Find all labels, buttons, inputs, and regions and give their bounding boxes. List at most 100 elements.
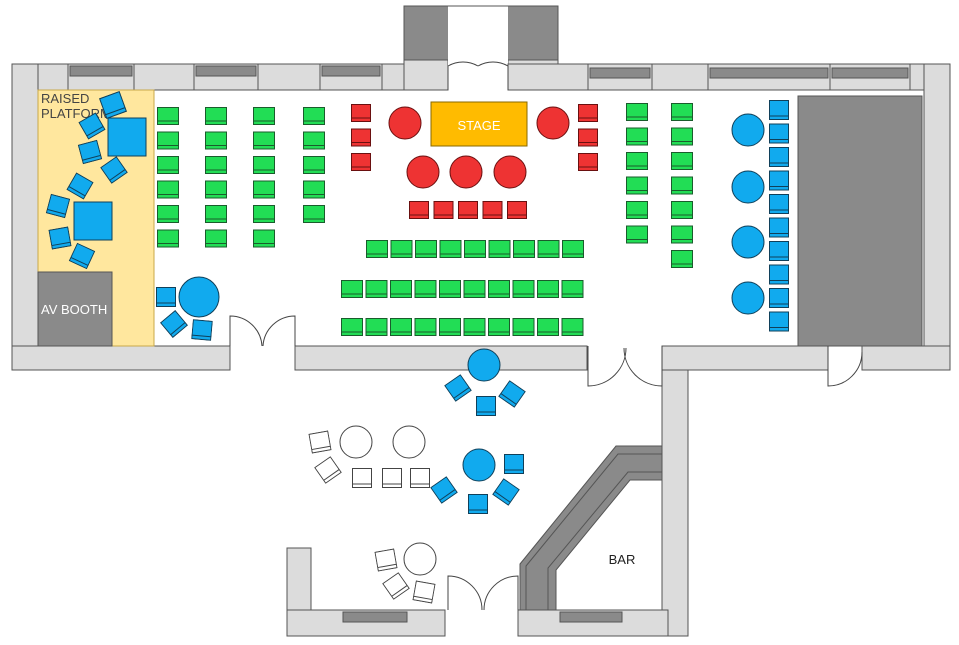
lobby-chair-white[interactable] [412, 580, 436, 604]
green-chair[interactable] [205, 229, 227, 248]
red-chair[interactable] [578, 153, 598, 171]
green-chair[interactable] [157, 107, 179, 125]
green-chair[interactable] [303, 180, 325, 199]
red-chair[interactable] [482, 200, 503, 220]
red-chair[interactable] [458, 200, 478, 220]
door-entry-leaf-2[interactable] [477, 61, 509, 90]
green-chair[interactable] [157, 180, 179, 199]
green-chair[interactable] [253, 107, 275, 125]
green-chair[interactable] [626, 201, 648, 219]
platform-chair[interactable] [45, 193, 71, 219]
green-chair[interactable] [205, 205, 227, 223]
green-chair[interactable] [303, 205, 325, 223]
green-chair[interactable] [671, 176, 693, 195]
green-chair[interactable] [157, 131, 179, 150]
green-chair[interactable] [463, 280, 486, 298]
lounge-chair[interactable] [160, 310, 188, 338]
green-chair[interactable] [415, 240, 437, 258]
green-chair[interactable] [671, 103, 693, 121]
door-right-leaf[interactable] [827, 346, 863, 387]
lobby-chair-white[interactable] [382, 468, 402, 488]
lobby-chair[interactable] [468, 494, 488, 514]
green-chair[interactable] [561, 318, 584, 336]
green-chair[interactable] [671, 152, 693, 170]
lobby-chair[interactable] [430, 476, 458, 504]
green-chair[interactable] [303, 131, 325, 150]
green-chair[interactable] [390, 280, 412, 298]
red-chair[interactable] [578, 128, 598, 147]
red-chair[interactable] [351, 128, 371, 147]
green-chair[interactable] [205, 156, 227, 174]
green-chair[interactable] [390, 240, 413, 258]
green-chair[interactable] [439, 240, 462, 258]
green-chair[interactable] [253, 205, 275, 223]
red-chair[interactable] [433, 200, 454, 220]
green-chair[interactable] [512, 280, 535, 298]
lounge-chair[interactable] [191, 319, 213, 341]
green-chair[interactable] [626, 103, 648, 121]
green-chair[interactable] [414, 318, 437, 336]
green-chair[interactable] [626, 225, 648, 244]
lobby-chair-white[interactable] [308, 430, 332, 454]
green-chair[interactable] [366, 240, 388, 258]
door-left-leaf-1[interactable] [229, 315, 263, 347]
green-chair[interactable] [439, 318, 461, 336]
green-chair[interactable] [253, 131, 275, 150]
green-chair[interactable] [626, 127, 648, 146]
green-chair[interactable] [671, 250, 693, 268]
red-chair[interactable] [351, 104, 371, 122]
door-entry-leaf-1[interactable] [447, 61, 479, 90]
green-chair[interactable] [341, 318, 363, 336]
green-chair[interactable] [341, 280, 363, 298]
green-chair[interactable] [537, 280, 559, 298]
green-chair[interactable] [253, 156, 275, 174]
green-chair[interactable] [671, 225, 693, 244]
green-chair[interactable] [205, 107, 227, 125]
platform-chair[interactable] [48, 226, 72, 250]
red-chair[interactable] [507, 200, 527, 220]
green-chair[interactable] [671, 127, 693, 146]
green-chair[interactable] [488, 280, 510, 298]
green-chair[interactable] [488, 240, 511, 258]
lobby-chair-white[interactable] [314, 456, 342, 484]
lounge-chair[interactable] [156, 287, 176, 307]
red-chair[interactable] [409, 200, 429, 220]
lobby-chair[interactable] [504, 454, 524, 474]
right-chair[interactable] [769, 123, 789, 144]
right-chair[interactable] [769, 170, 789, 191]
green-chair[interactable] [365, 280, 388, 298]
green-chair[interactable] [626, 152, 648, 170]
green-chair[interactable] [463, 318, 486, 336]
green-chair[interactable] [537, 318, 559, 336]
right-chair[interactable] [769, 217, 789, 238]
lobby-chair-white[interactable] [410, 468, 430, 488]
green-chair[interactable] [513, 240, 535, 258]
red-chair[interactable] [578, 104, 598, 122]
green-chair[interactable] [365, 318, 388, 336]
green-chair[interactable] [253, 180, 275, 199]
platform-chair[interactable] [77, 139, 103, 165]
lobby-chair[interactable] [498, 380, 526, 408]
lobby-chair-white[interactable] [352, 468, 372, 488]
green-chair[interactable] [488, 318, 510, 336]
right-chair[interactable] [769, 264, 789, 285]
door-bottom-leaf-2[interactable] [483, 575, 519, 611]
door-bottom-leaf-1[interactable] [447, 575, 483, 611]
green-chair[interactable] [439, 280, 461, 298]
green-chair[interactable] [671, 201, 693, 219]
green-chair[interactable] [205, 131, 227, 150]
right-chair[interactable] [769, 311, 789, 332]
door-mid-leaf-1[interactable] [587, 346, 627, 387]
green-chair[interactable] [464, 240, 486, 258]
lobby-chair-white[interactable] [382, 572, 410, 600]
lobby-chair[interactable] [492, 478, 520, 506]
green-chair[interactable] [157, 205, 179, 223]
lobby-chair[interactable] [444, 374, 472, 402]
red-chair[interactable] [351, 153, 371, 171]
right-chair[interactable] [769, 100, 789, 120]
lobby-chair-white[interactable] [374, 548, 398, 572]
green-chair[interactable] [512, 318, 535, 336]
green-chair[interactable] [157, 156, 179, 174]
right-chair[interactable] [769, 241, 789, 261]
green-chair[interactable] [157, 229, 179, 248]
